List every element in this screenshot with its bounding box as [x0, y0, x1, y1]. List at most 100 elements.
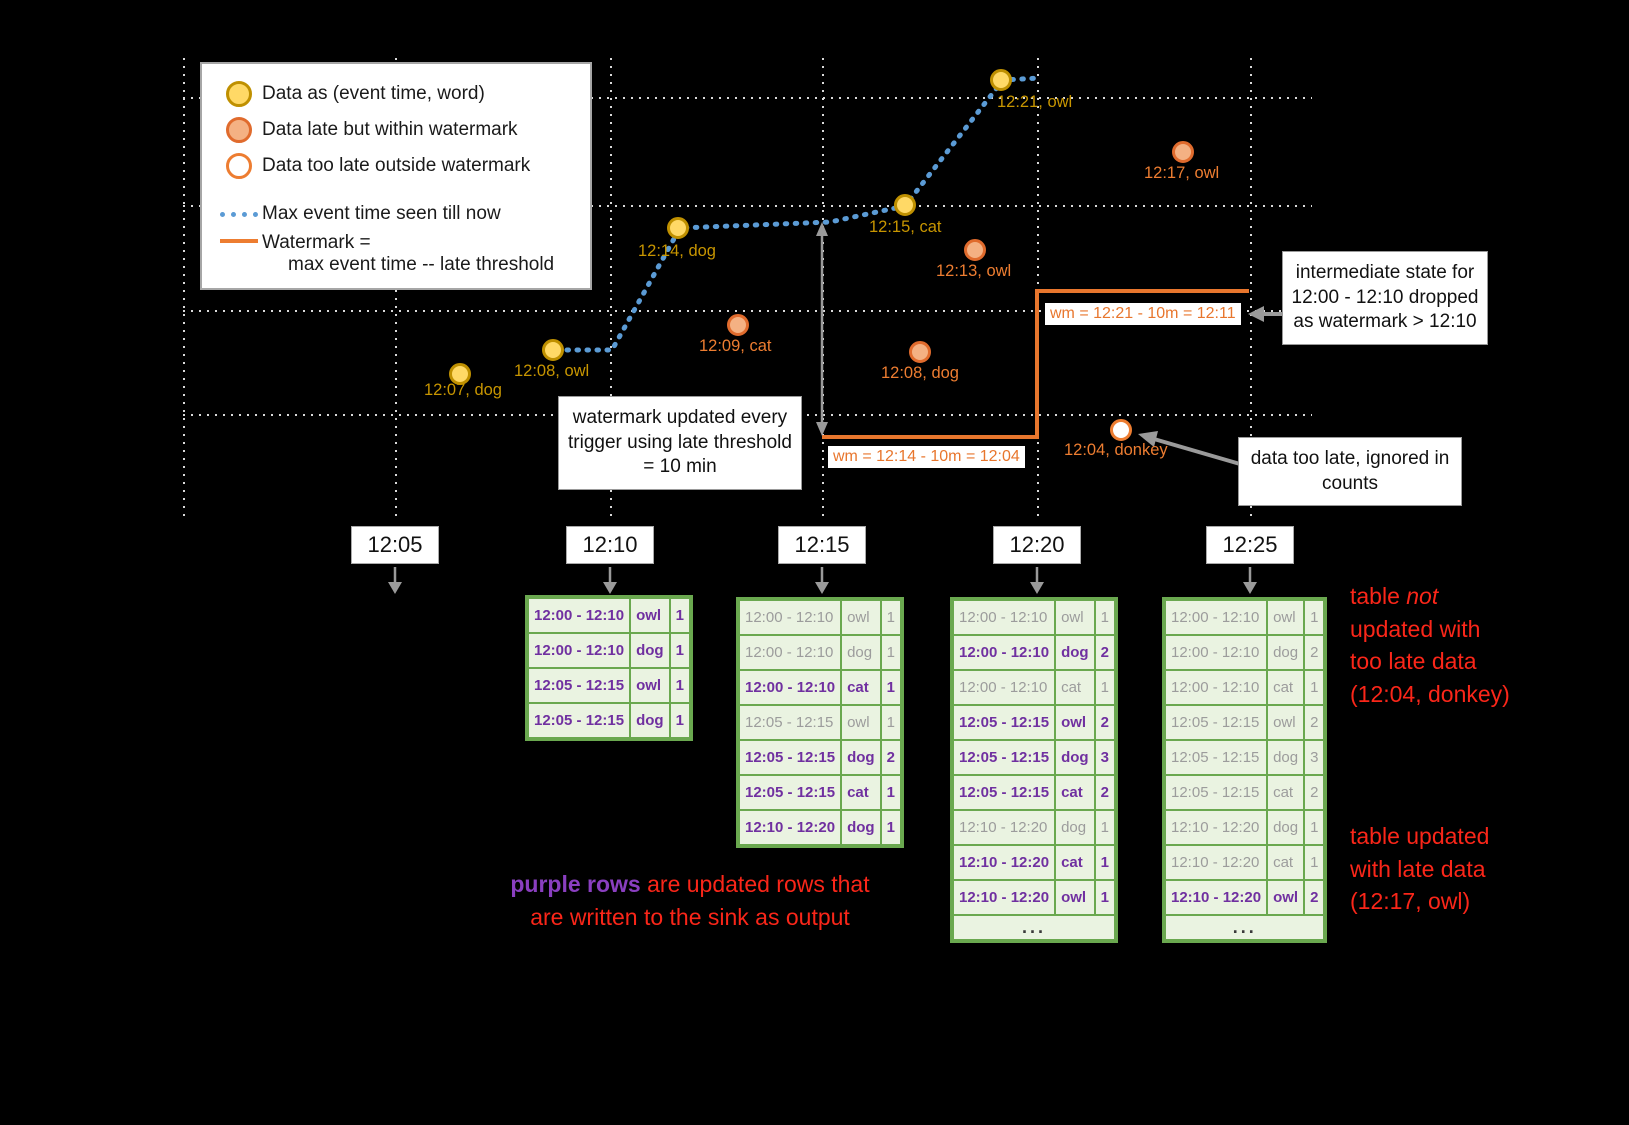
- result-table-cell-word: owl: [1054, 598, 1096, 636]
- result-table-cell-cnt: 2: [1093, 704, 1117, 741]
- result-table-cell-cnt: 1: [879, 774, 903, 811]
- result-table-cell-cnt: 1: [879, 669, 903, 706]
- result-table-ellipsis: ...: [951, 914, 1117, 942]
- annotation-text: table updated: [1350, 823, 1490, 849]
- ontime-point-icon: [226, 81, 252, 107]
- gridline-vertical: [395, 58, 397, 522]
- result-table-cell-word: dog: [840, 739, 882, 776]
- result-table-cell-cnt: 1: [879, 809, 903, 847]
- result-table-cell-cnt: 1: [879, 704, 903, 741]
- result-table-cell-cnt: 2: [1303, 774, 1327, 811]
- callout-watermark-update: watermark updated every trigger using la…: [558, 396, 802, 491]
- result-table-cell-word: cat: [1266, 669, 1306, 706]
- legend-item-late: Data late but within watermark: [216, 112, 576, 148]
- gridline-vertical: [183, 58, 185, 522]
- result-table-cell-win: 12:00 - 12:10: [736, 598, 843, 636]
- callout-too-late: data too late, ignored in counts: [1238, 437, 1462, 507]
- result-table-cell-word: owl: [1054, 879, 1096, 916]
- tick-12-10: 12:10: [566, 526, 654, 564]
- result-table-cell-word: dog: [1266, 739, 1306, 776]
- annotation-text: with late data: [1350, 855, 1486, 882]
- legend-item-ontime: Data as (event time, word): [216, 76, 576, 112]
- result-table-cell-win: 12:05 - 12:15: [525, 667, 632, 704]
- result-table-cell-cnt: 3: [1303, 739, 1327, 776]
- legend-item-watermark: Watermark = max event time -- late thres…: [216, 232, 576, 276]
- result-table-cell-word: cat: [1054, 774, 1096, 811]
- result-table-cell-word: dog: [1266, 809, 1306, 846]
- result-table-cell-win: 12:05 - 12:15: [736, 704, 843, 741]
- gridline-vertical: [822, 58, 824, 522]
- result-table-cell-win: 12:05 - 12:15: [1162, 704, 1269, 741]
- result-table-cell-win: 12:00 - 12:10: [525, 632, 632, 669]
- result-table-cell-word: owl: [1054, 704, 1096, 741]
- result-table-cell-cnt: 1: [1303, 669, 1327, 706]
- solid-line-icon: [220, 239, 258, 243]
- callout-state-dropped: intermediate state for 12:00 - 12:10 dro…: [1282, 251, 1488, 346]
- result-table-cell-word: owl: [1266, 704, 1306, 741]
- too-late-point-icon: [226, 153, 252, 179]
- result-table-cell-word: dog: [629, 632, 671, 669]
- legend-item-max-event-time: Max event time seen till now: [216, 196, 576, 232]
- result-table-cell-word: dog: [1054, 634, 1096, 671]
- result-table-cell-cnt: 1: [1093, 844, 1117, 881]
- result-table-cell-word: dog: [629, 702, 671, 740]
- arrow-down-icon: [1243, 582, 1257, 594]
- annotation-not-updated: table not updated with too late data (12…: [1350, 580, 1510, 711]
- annotation-text: too late data: [1350, 648, 1477, 675]
- legend-label: Data as (event time, word): [262, 83, 485, 104]
- result-table-cell-win: 12:10 - 12:20: [736, 809, 843, 847]
- gridline-vertical: [1037, 58, 1039, 522]
- result-table-cell-word: cat: [1266, 774, 1306, 811]
- result-table-cell-cnt: 1: [1303, 598, 1327, 636]
- data-point-label: 12:14, dog: [638, 242, 716, 260]
- data-point-label: 12:21, owl: [997, 93, 1073, 111]
- result-table-cell-cnt: 2: [879, 739, 903, 776]
- result-table-cell-win: 12:00 - 12:10: [950, 634, 1057, 671]
- result-table-cell-win: 12:00 - 12:10: [736, 634, 843, 671]
- legend: Data as (event time, word) Data late but…: [200, 62, 592, 290]
- annotation-text: table: [1350, 583, 1407, 609]
- result-table-cell-win: 12:05 - 12:15: [1162, 774, 1269, 811]
- result-table-cell-win: 12:05 - 12:15: [525, 702, 632, 740]
- result-table-cell-word: owl: [1266, 598, 1306, 636]
- result-table-cell-word: owl: [629, 596, 671, 634]
- result-table-cell-word: dog: [1054, 809, 1096, 846]
- tick-12-15: 12:15: [778, 526, 866, 564]
- result-table-cell-win: 12:05 - 12:15: [736, 739, 843, 776]
- result-table-cell-win: 12:10 - 12:20: [1162, 879, 1269, 916]
- result-table-cell-win: 12:00 - 12:10: [736, 669, 843, 706]
- result-table-cell-word: cat: [1266, 844, 1306, 881]
- result-table-cell-win: 12:10 - 12:20: [1162, 809, 1269, 846]
- late-point-icon: [226, 117, 252, 143]
- result-table-cell-cnt: 2: [1093, 634, 1117, 671]
- data-point-late: [727, 314, 749, 336]
- annotation-text: are written to the sink as output: [530, 903, 850, 930]
- result-table-cell-cnt: 2: [1303, 704, 1327, 741]
- arrow-down-icon: [388, 582, 402, 594]
- result-table-cell-cnt: 1: [1303, 844, 1327, 881]
- result-table-cell-cnt: 1: [1093, 598, 1117, 636]
- legend-label: Watermark =: [262, 232, 371, 253]
- annotation-italic-text: not: [1406, 583, 1439, 609]
- data-point-ontime: [542, 339, 564, 361]
- result-table-cell-word: dog: [840, 809, 882, 847]
- gridline-vertical: [1250, 58, 1252, 522]
